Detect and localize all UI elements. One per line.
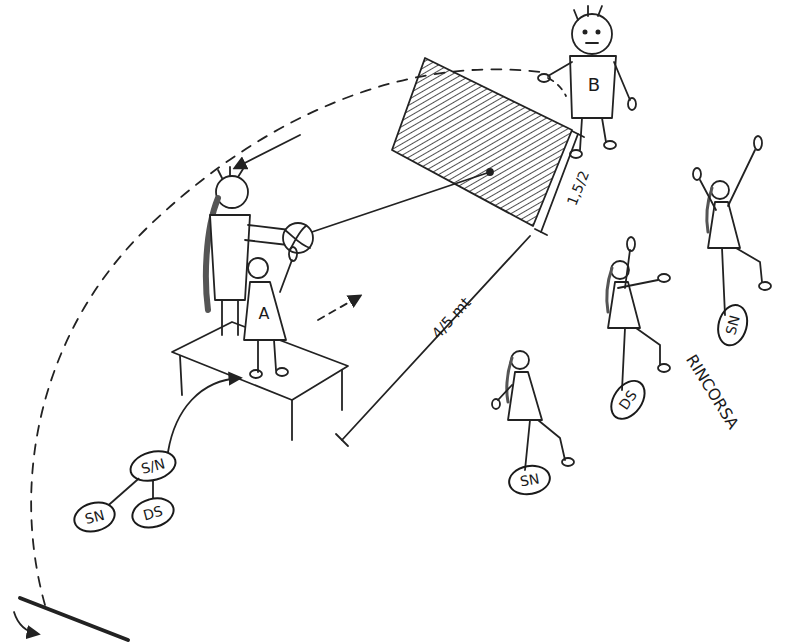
oval-label: DS (617, 388, 640, 412)
sketch-label: RINCORSA (683, 352, 741, 432)
oval-label: SN (724, 314, 743, 336)
floor-oval: S/N (126, 445, 180, 486)
sketch-label: 4/5 mt (430, 295, 474, 342)
floor-oval: SN (70, 497, 120, 537)
floor-oval: DS (603, 374, 653, 427)
oval-label: SN (519, 471, 540, 488)
oval-label: DS (142, 504, 165, 523)
oval-link (108, 478, 139, 505)
sketch-label: B (588, 76, 600, 94)
floor-oval: SN (506, 461, 554, 498)
floor-oval: SN (713, 300, 753, 350)
oval-label: S/N (140, 456, 167, 476)
floor-oval: DS (128, 493, 178, 533)
sketch-label: 1,5/2 (565, 169, 591, 208)
oval-label: SN (84, 508, 106, 527)
oval-link (152, 481, 154, 498)
sketch-label: A (259, 306, 270, 322)
